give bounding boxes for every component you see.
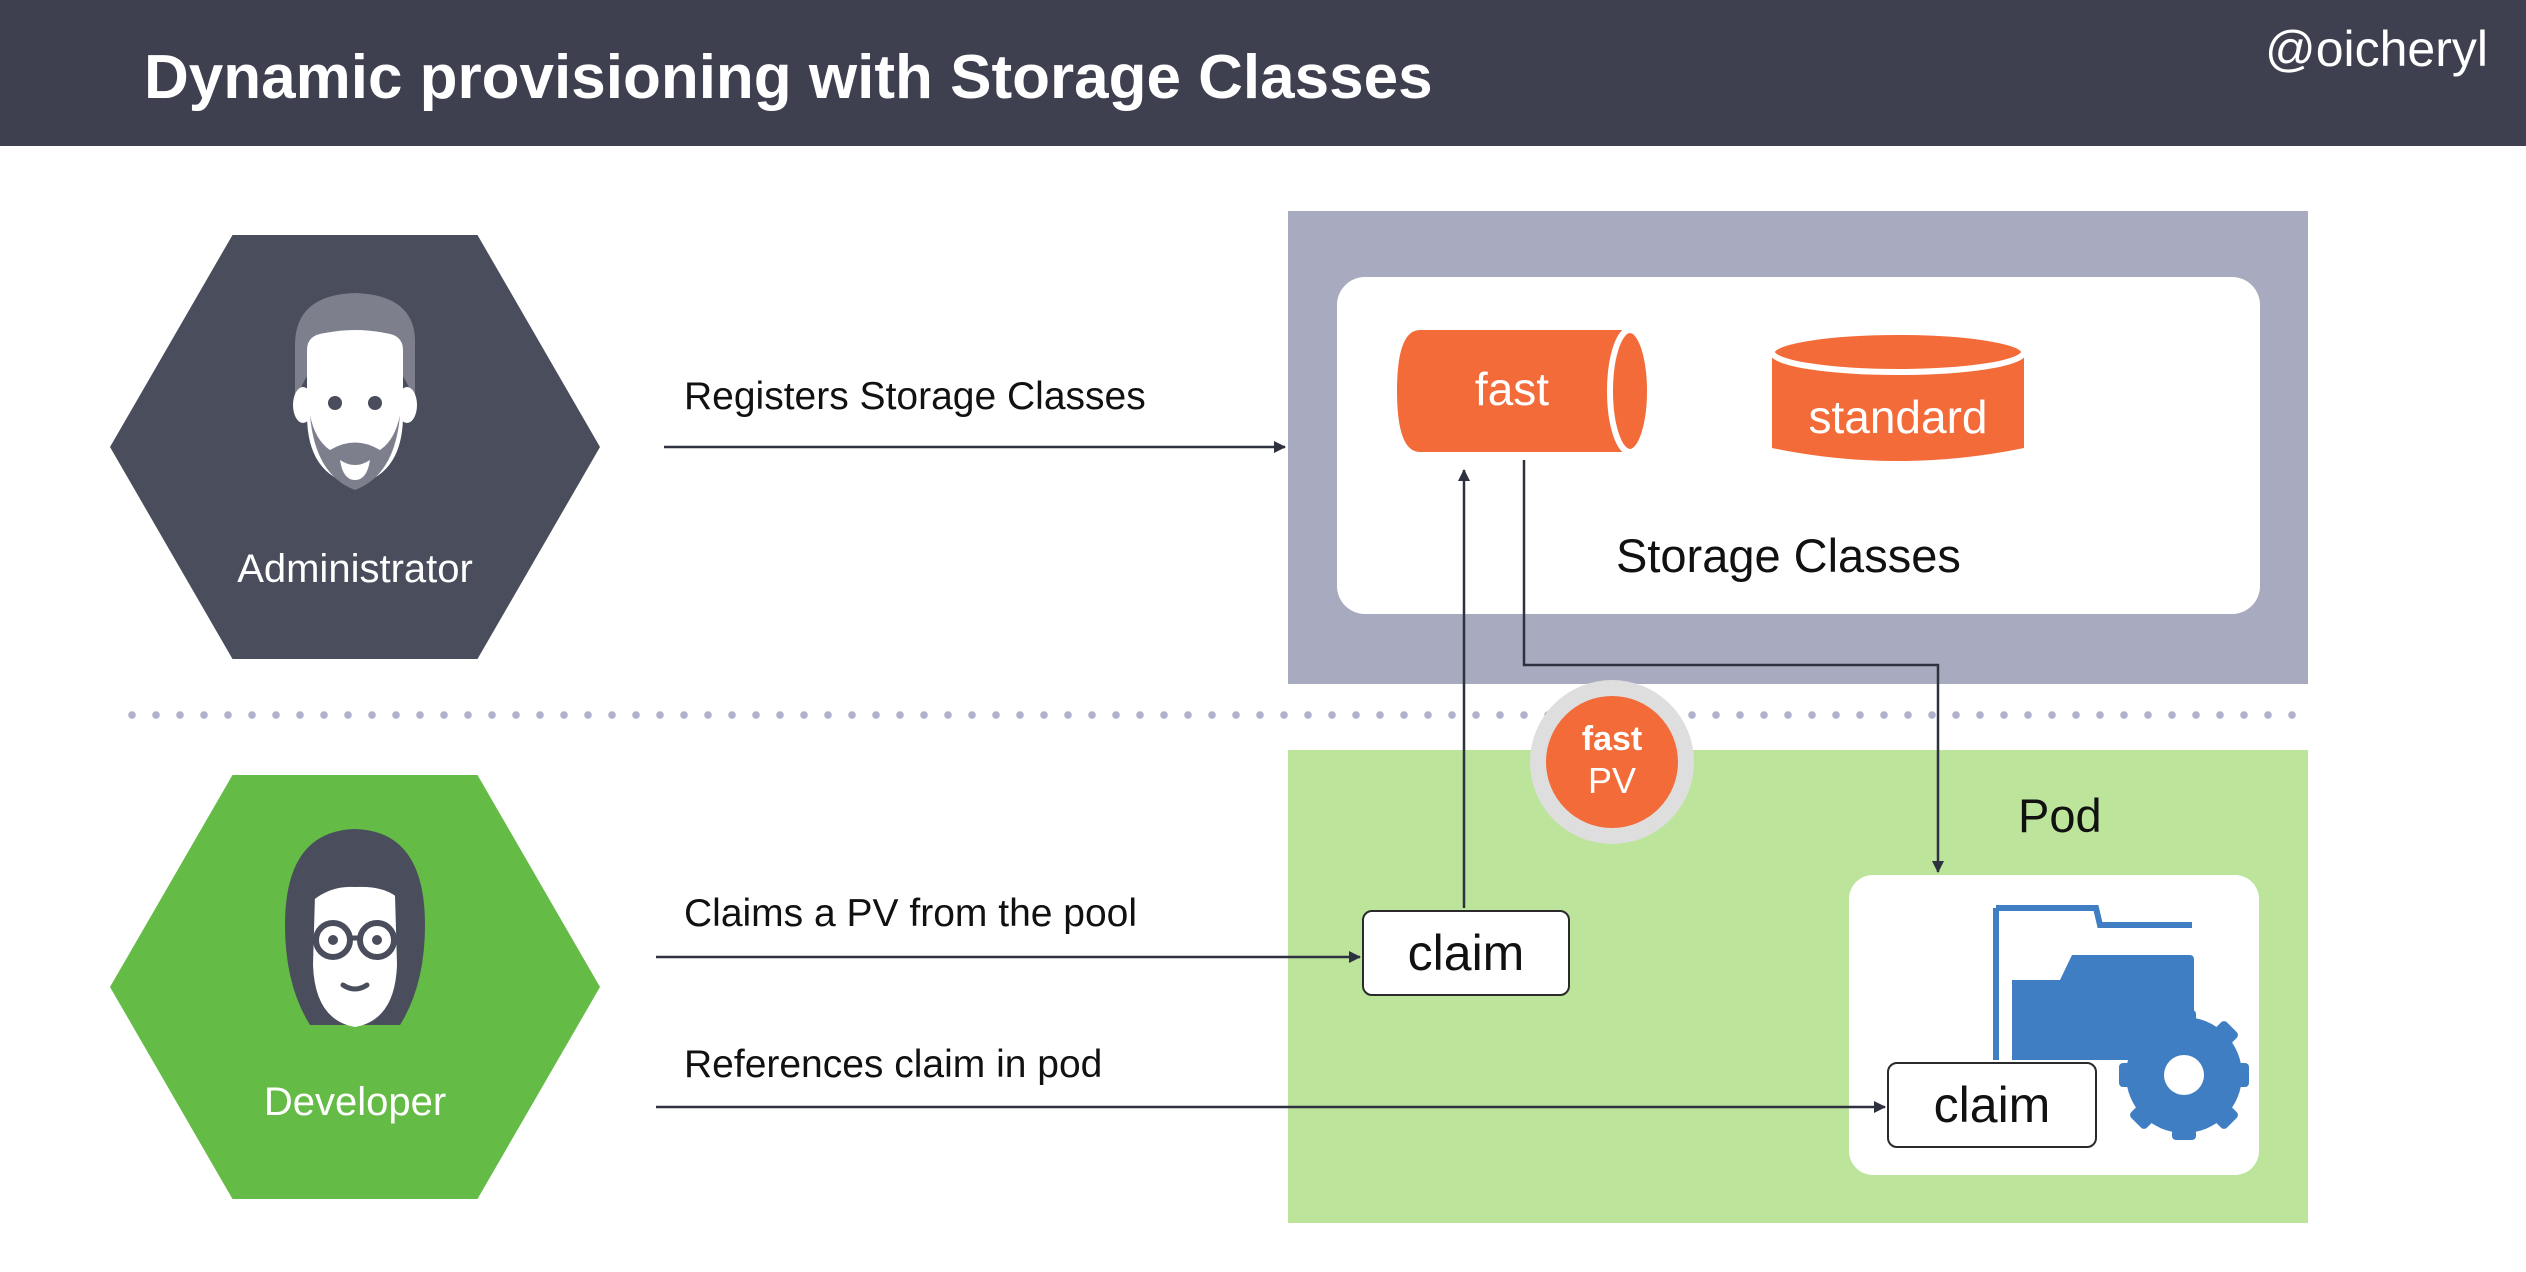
standard-storage-icon (1769, 329, 2027, 461)
fast-storage-icon (1397, 327, 1653, 455)
folder-gear-icon (1993, 905, 2249, 1140)
fast-pv-circle: fast PV (1546, 696, 1678, 828)
fast-storage-label: fast (1474, 363, 1550, 415)
references-label: References claim in pod (684, 1043, 1103, 1086)
administrator-hexagon: Administrator (110, 235, 600, 659)
developer-avatar-icon (285, 829, 425, 1027)
author-handle: @oicheryl (2264, 21, 2488, 77)
standard-storage-label: standard (1808, 391, 1988, 443)
pv-badge-fast: fast (1581, 720, 1643, 758)
fast-pv-badge: fast PV (1530, 680, 1694, 844)
header-bar: Dynamic provisioning with Storage Classe… (0, 0, 2526, 146)
dotted-separator (120, 711, 2310, 719)
registers-label: Registers Storage Classes (684, 375, 1146, 418)
pod-caption: Pod (2018, 789, 2102, 842)
developer-hexagon: Developer (110, 775, 600, 1199)
page-title: Dynamic provisioning with Storage Classe… (144, 43, 1433, 112)
pv-badge-pv: PV (1587, 760, 1637, 801)
administrator-avatar-icon (293, 293, 417, 490)
fast-to-pod-arrow (1522, 460, 1944, 873)
storage-classes-caption: Storage Classes (1616, 529, 1961, 582)
claims-label: Claims a PV from the pool (684, 892, 1138, 935)
developer-label: Developer (263, 1080, 447, 1124)
administrator-label: Administrator (237, 547, 473, 591)
pod-claim-box: claim (1887, 1062, 2097, 1148)
claim-box: claim (1362, 910, 1570, 996)
